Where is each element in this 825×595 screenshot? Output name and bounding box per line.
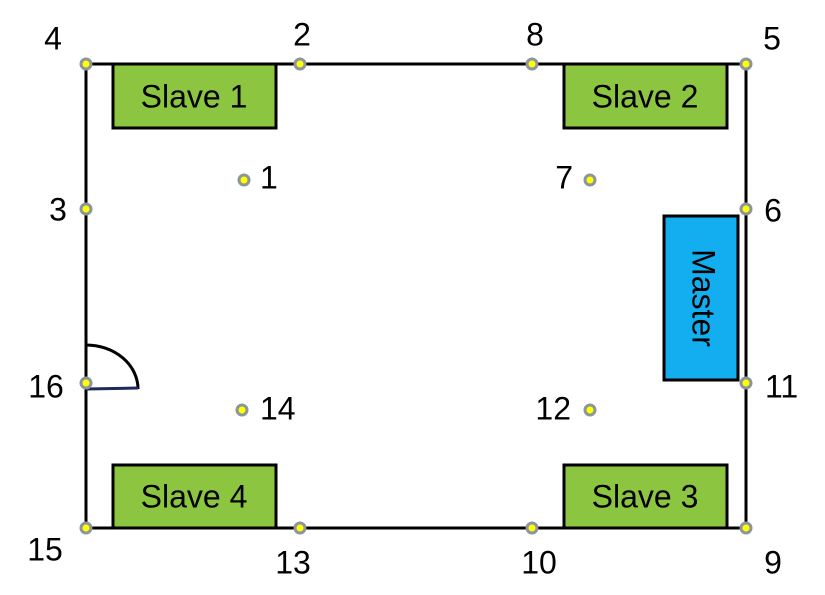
point-label-9: 9: [764, 544, 782, 580]
point-label-3: 3: [49, 191, 67, 227]
point-label-11: 11: [765, 368, 798, 404]
point-marker-1: [237, 173, 251, 187]
point-marker-3: [79, 202, 93, 216]
point-label-7: 7: [555, 159, 573, 195]
point-marker-6: [739, 202, 753, 216]
slave-1-box: Slave 1: [111, 62, 278, 130]
point-label-10: 10: [521, 544, 557, 580]
point-marker-11: [739, 376, 753, 390]
slave-2-box: Slave 2: [562, 62, 729, 130]
point-label-8: 8: [526, 16, 544, 52]
master-box: Master: [662, 214, 740, 382]
room-outline: [84, 62, 748, 530]
point-labels: 1 2 3 4 5 6 7 8 9 10 11 12 13 14 15 16: [27, 16, 798, 580]
slave-4-box: Slave 4: [111, 463, 278, 530]
measurement-points: [79, 57, 753, 535]
point-marker-10: [525, 521, 539, 535]
point-marker-12: [583, 403, 597, 417]
point-label-13: 13: [275, 544, 311, 580]
point-label-14: 14: [260, 390, 296, 426]
point-label-1: 1: [260, 159, 278, 195]
slave-3-box: Slave 3: [562, 463, 729, 530]
slave-2-label: Slave 2: [592, 78, 699, 114]
door-leaf: [85, 386, 139, 391]
point-marker-2: [293, 57, 307, 71]
point-label-12: 12: [535, 390, 571, 426]
point-label-4: 4: [44, 20, 62, 56]
master-label: Master: [686, 249, 722, 347]
point-marker-9: [739, 521, 753, 535]
slave-1-label: Slave 1: [141, 78, 248, 114]
slave-3-label: Slave 3: [592, 478, 699, 514]
point-label-2: 2: [293, 16, 311, 52]
point-marker-15: [79, 521, 93, 535]
point-marker-14: [235, 403, 249, 417]
slave-4-label: Slave 4: [141, 478, 248, 514]
point-marker-16: [79, 376, 93, 390]
point-marker-4: [79, 57, 93, 71]
point-marker-7: [583, 173, 597, 187]
point-label-15: 15: [27, 531, 63, 567]
point-label-6: 6: [764, 192, 782, 228]
point-label-16: 16: [28, 368, 64, 404]
door-arc: [85, 343, 140, 390]
point-marker-13: [293, 521, 307, 535]
point-label-5: 5: [763, 20, 781, 56]
point-marker-5: [739, 57, 753, 71]
point-marker-8: [525, 57, 539, 71]
